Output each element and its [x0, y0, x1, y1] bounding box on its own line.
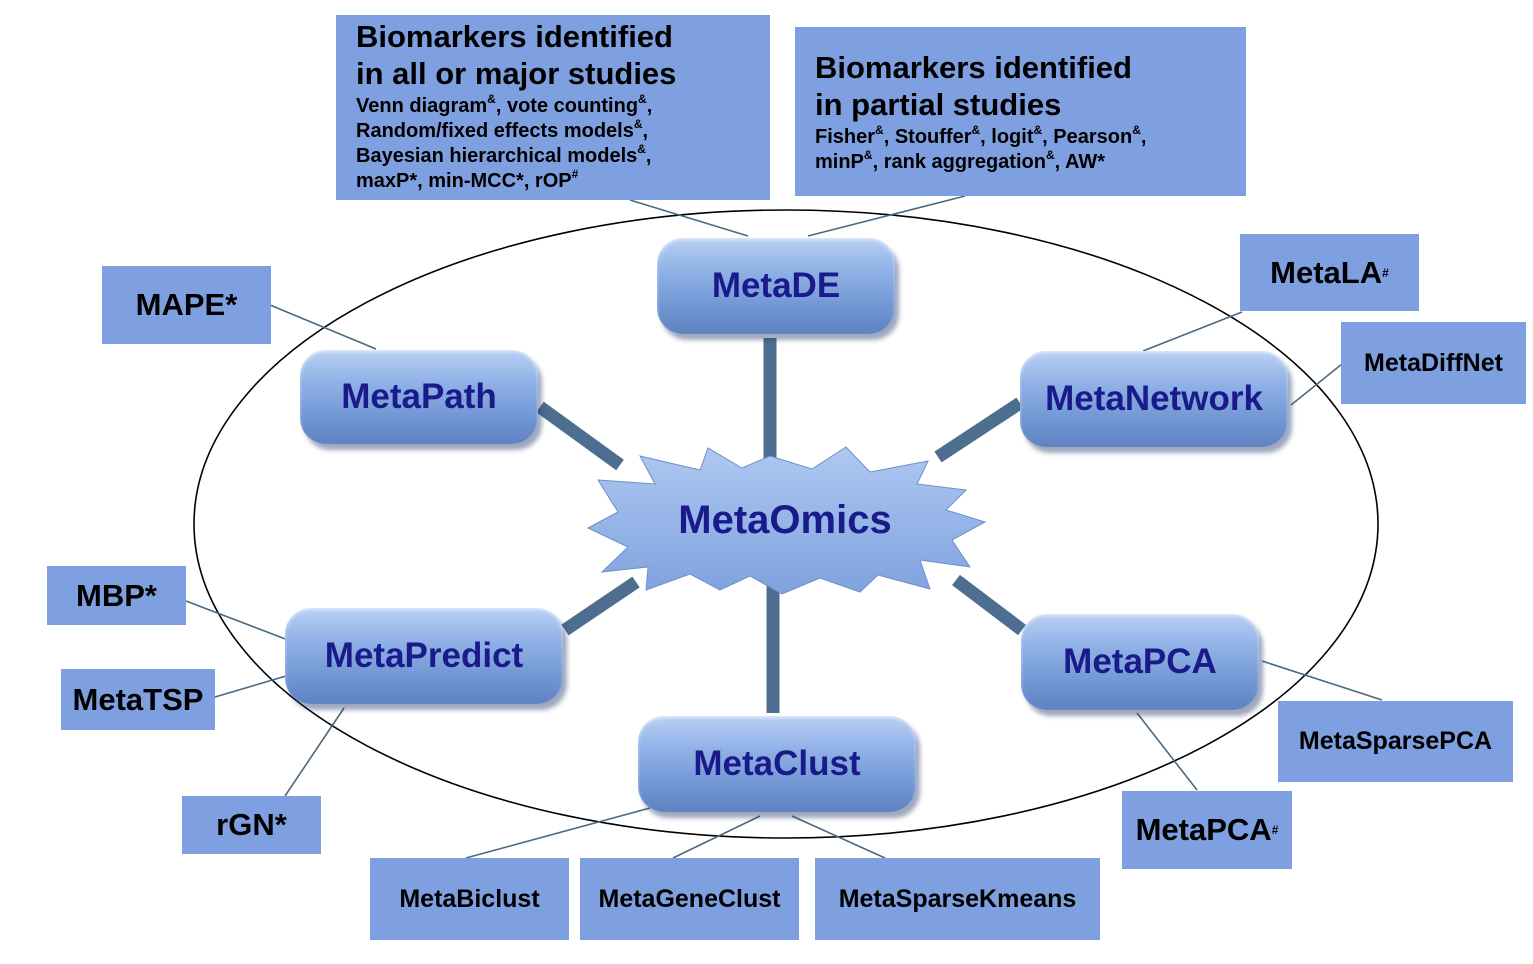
method-metatsp: MetaTSP — [61, 669, 215, 730]
line-metala-to-metanetwork — [1142, 311, 1243, 352]
superscript-mark: & — [863, 148, 873, 162]
method-rgn: rGN* — [182, 796, 321, 854]
line-metasparsepca-to-metapca — [1261, 660, 1383, 701]
method-text: , — [645, 145, 652, 167]
metade-major-studies-box: Biomarkers identified in all or major st… — [336, 15, 770, 200]
line-metadiffnet-to-metanetwork — [1290, 363, 1343, 406]
method-metapca: MetaPCA# — [1122, 791, 1292, 869]
method-metasparsekmeans: MetaSparseKmeans — [815, 858, 1100, 940]
line-rgn-to-metapredict — [284, 707, 345, 797]
partial-method-line-2: minP&, rank aggregation&, AW* — [815, 148, 1146, 175]
metade-partial-studies-box: Biomarkers identified in partial studies… — [795, 27, 1246, 196]
superscript-mark: & — [1033, 123, 1043, 137]
method-metabiclust: MetaBiclust — [370, 858, 569, 940]
connector-metanetwork — [934, 397, 1024, 463]
metala-label: MetaLA — [1270, 254, 1383, 290]
superscript-mark: & — [633, 117, 643, 131]
major-method-line-4: maxP*, min-MCC*, rOP# — [356, 167, 652, 194]
method-text: Bayesian hierarchical models — [356, 145, 638, 167]
method-text: Venn diagram — [356, 95, 488, 117]
center-label: MetaOmics — [678, 497, 892, 542]
connector-metapath — [536, 401, 624, 471]
method-metageneclust: MetaGeneClust — [580, 858, 799, 940]
major-method-line-2: Random/fixed effects models&, — [356, 117, 652, 144]
line-metasparsekmeans-to-metaclust — [791, 815, 886, 859]
thin-connectors — [185, 195, 1383, 859]
outer-ellipse — [193, 209, 1379, 839]
major-method-line-3: Bayesian hierarchical models&, — [356, 142, 652, 169]
method-text: minP — [815, 151, 864, 173]
method-text: , vote counting — [495, 95, 639, 117]
line-metabiclust-to-metaclust — [465, 807, 651, 859]
method-metadiffnet: MetaDiffNet — [1341, 322, 1526, 404]
method-text: , Pearson — [1042, 126, 1133, 148]
superscript-mark: & — [1045, 148, 1055, 162]
superscript-mark: # — [571, 167, 579, 181]
line-major-to-metade — [629, 199, 749, 237]
method-text: , logit — [980, 126, 1034, 148]
module-metapca[interactable]: MetaPCA — [1021, 614, 1259, 710]
superscript-mark: & — [875, 123, 884, 137]
module-metapath[interactable]: MetaPath — [300, 350, 538, 444]
line-metageneclust-to-metaclust — [672, 815, 761, 859]
method-metasparsepca: MetaSparsePCA — [1278, 701, 1513, 782]
method-text: , Stouffer — [883, 126, 972, 148]
partial-title-line1: Biomarkers identified — [815, 50, 1132, 85]
superscript-mark: & — [638, 92, 647, 106]
method-text: , AW* — [1054, 151, 1105, 173]
method-text: , — [646, 95, 653, 117]
connector-metapredict — [561, 576, 640, 636]
major-title-line2: in all or major studies — [356, 56, 677, 91]
line-mape-to-metapath — [269, 304, 377, 350]
method-text: , — [1140, 126, 1147, 148]
module-metaclust[interactable]: MetaClust — [638, 716, 916, 812]
module-metapredict[interactable]: MetaPredict — [285, 608, 563, 704]
method-text: maxP*, min-MCC*, rOP — [356, 170, 572, 192]
superscript-mark: & — [637, 142, 646, 156]
method-text: Random/fixed effects models — [356, 120, 634, 142]
module-metanetwork[interactable]: MetaNetwork — [1020, 351, 1288, 447]
major-methods: Venn diagram&, vote counting&,Random/fix… — [356, 92, 653, 194]
major-method-line-1: Venn diagram&, vote counting&, — [356, 92, 653, 119]
method-mape: MAPE* — [102, 266, 271, 344]
thick-connectors — [536, 338, 1026, 713]
line-metapca-method-to-metapca — [1136, 712, 1198, 791]
partial-methods: Fisher&, Stouffer&, logit&, Pearson&,min… — [815, 123, 1147, 175]
method-text: , — [642, 120, 649, 142]
method-text: , rank aggregation — [872, 151, 1046, 173]
partial-title-line2: in partial studies — [815, 87, 1062, 122]
connector-metapca — [952, 574, 1026, 636]
partial-method-line-1: Fisher&, Stouffer&, logit&, Pearson&, — [815, 123, 1147, 150]
major-title-line1: Biomarkers identified — [356, 19, 673, 54]
superscript-mark: & — [971, 123, 981, 137]
method-metala: MetaLA# — [1240, 234, 1419, 311]
line-partial-to-metade — [807, 195, 966, 237]
method-mbp: MBP* — [47, 566, 186, 625]
superscript-mark: & — [487, 92, 496, 106]
module-metade[interactable]: MetaDE — [657, 238, 895, 334]
center-starburst — [586, 446, 987, 595]
method-text: Fisher — [815, 126, 876, 148]
metapca-method-label: MetaPCA — [1135, 812, 1272, 847]
line-metatsp-to-metapredict — [214, 675, 287, 698]
line-mbp-to-metapredict — [185, 600, 289, 641]
superscript-mark: & — [1132, 123, 1141, 137]
